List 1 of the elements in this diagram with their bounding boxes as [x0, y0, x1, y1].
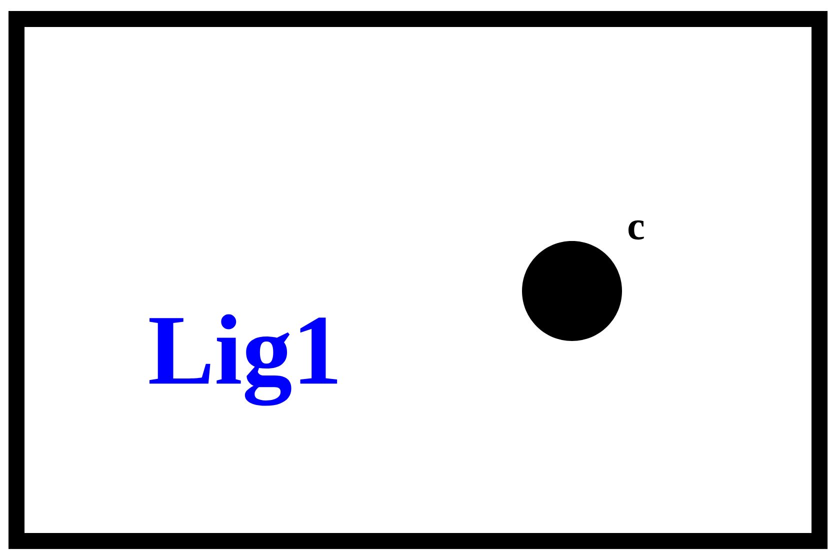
point-label: c: [628, 220, 644, 240]
